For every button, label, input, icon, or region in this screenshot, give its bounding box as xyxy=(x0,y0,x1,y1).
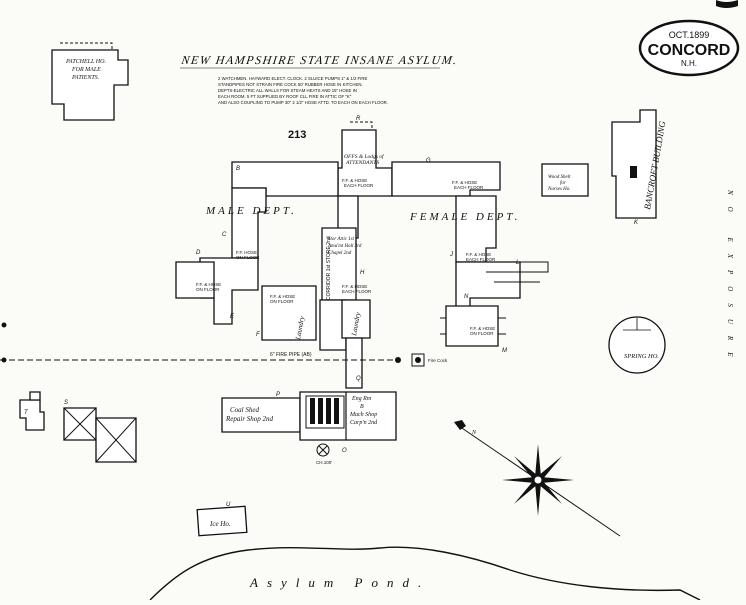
chapel-label-3: Chapel 2nd xyxy=(328,251,352,256)
patchell-house: PATCHELL HO. FOR MALE PATIENTS. xyxy=(51,42,129,121)
notes-line-2: STANDPIPES NOT STRAIN FIRE COCK 50' RUBB… xyxy=(218,82,363,87)
engine-label-1: Eng Rm xyxy=(351,396,372,402)
hose-note-g-2: ON FLOOR xyxy=(470,331,494,336)
ice-house-label: Ice Ho. xyxy=(209,520,231,528)
nurses-label-1: Wood Shelt xyxy=(548,175,571,180)
chimney-icon xyxy=(316,443,330,457)
section-letter-s: S xyxy=(64,400,68,406)
date-stamp: OCT.1899 CONCORD N.H. xyxy=(638,19,740,77)
fire-cock-label: Fire Cock xyxy=(428,358,448,363)
hose-note-a-2: EACH FLOOR xyxy=(344,183,374,188)
patchell-label-2: FOR MALE xyxy=(71,67,101,73)
section-letter-t: T xyxy=(24,410,29,416)
corridor-label: CORRIDOR 1st STORE 2nd xyxy=(326,236,332,300)
section-letter-c: C xyxy=(222,232,227,238)
margin-dot-1 xyxy=(1,322,7,328)
bancroft-building: BANCROFT BUILDING xyxy=(611,109,668,219)
section-letter-m: M xyxy=(502,348,507,354)
hose-note-a-1: F.F. & HOSE xyxy=(342,178,367,183)
asylum-pond: Asylum Pond. xyxy=(149,546,701,601)
offices-label-1: OFFS & Lodgs of xyxy=(344,153,385,160)
margin-dot-2 xyxy=(1,357,7,363)
hose-note-f-2: EACH FLOOR xyxy=(342,289,372,294)
engine-label-4: Carp'n 2nd xyxy=(350,420,378,426)
section-letter-o: O xyxy=(342,448,347,454)
notes-line-4: EACH ROOM. 5 FT SUPPLIED BY ROOF CLL FIR… xyxy=(218,94,352,99)
hydrant-icon xyxy=(395,357,401,363)
hose-note-g-1: F.F. & HOSE xyxy=(470,326,495,331)
section-letter-e: E xyxy=(230,314,235,320)
hose-note-h-2: ON FLOOR xyxy=(270,299,294,304)
spring-house-label: SPRING HO. xyxy=(624,353,659,360)
section-letters: R B C D E F G H J K L M N O P Q S T U xyxy=(24,116,639,508)
section-letter-h: H xyxy=(360,270,365,276)
small-outbuildings xyxy=(19,391,137,463)
coal-shed-label-1: Coal Shed xyxy=(230,406,259,414)
fire-pipe-label: 6" FIRE PIPE (AB) xyxy=(270,352,312,358)
stamp-city: CONCORD xyxy=(648,42,731,59)
section-letter-k: K xyxy=(634,220,639,226)
section-letter-p: P xyxy=(276,392,280,398)
engine-label-3: Mach Shop xyxy=(349,412,377,418)
section-letter-d: D xyxy=(196,250,201,256)
engine-label-2: B xyxy=(360,404,364,410)
fire-pipe-line: 6" FIRE PIPE (AB) Fire Cock xyxy=(0,322,448,367)
stamp-state: N.H. xyxy=(681,59,697,68)
section-letter-q: Q xyxy=(356,376,361,382)
hose-note-b-2: EACH FLOOR xyxy=(454,185,484,190)
chapel-label-2: Amu'mt Hall 3rd xyxy=(327,244,362,249)
stamp-date: OCT.1899 xyxy=(669,30,710,40)
notes-line-5: AND ALSO COUPLING TO PUMP 30" 2 1/2" HOS… xyxy=(218,100,388,105)
boiler-bars xyxy=(310,398,339,424)
hose-note-d-2: ON FLOOR xyxy=(196,287,220,292)
notes-block: 2 WATCHMEN. HAYWARD ELECT. CLOCK. 2 SLUI… xyxy=(218,76,388,105)
male-dept-label: MALE DEPT. xyxy=(205,205,297,217)
pond-shoreline xyxy=(149,546,701,601)
section-letter-f: F xyxy=(256,332,260,338)
section-letter-r: R xyxy=(356,116,361,122)
notes-line-3: DEPTS-ELECTRIC ALL WALLS FOR STEAM HEATS… xyxy=(218,88,357,93)
ice-house: Ice Ho. xyxy=(196,505,248,537)
map-title: NEW HAMPSHIRE STATE INSANE ASYLUM. xyxy=(180,53,459,67)
coal-shed-engine-house: Coal Shed Repair Shop 2nd Eng Rm B Mach … xyxy=(221,391,397,465)
nurses-label-3: Nurses Ho. xyxy=(547,187,571,192)
cropped-sheet-mark xyxy=(716,0,738,8)
patchell-label-3: PATIENTS. xyxy=(71,75,99,81)
compass-rose: N xyxy=(454,420,621,537)
side-margin-text: NO EXPOSURE xyxy=(726,189,734,368)
hose-note-f-1: F.F. & HOSE xyxy=(342,284,367,289)
hose-note-c-1: F.F. HOSE xyxy=(236,250,257,255)
nurses-label-2: for xyxy=(560,181,566,186)
hose-note-e-2: EACH FLOOR xyxy=(466,257,496,262)
chimney-label: CH.100' xyxy=(316,460,332,465)
hose-note-e-1: F.F. & HOSE xyxy=(466,252,491,257)
section-letter-j: J xyxy=(449,252,454,258)
compass-north-label: N xyxy=(471,430,477,436)
pond-label: Asylum Pond. xyxy=(249,575,430,590)
offices-label-2: ATTENDANTS xyxy=(345,160,379,166)
hose-notes: F.F. & HOSE EACH FLOOR F.F. & HOSE EACH … xyxy=(196,178,496,336)
patchell-label-1: PATCHELL HO. xyxy=(65,59,106,65)
section-letter-b: B xyxy=(236,166,240,172)
section-letter-n: N xyxy=(464,294,469,300)
hose-note-d-1: F.F. & HOSE xyxy=(196,282,221,287)
chapel-label-1: Stor Attic 1st xyxy=(328,237,355,242)
spring-house: SPRING HO. xyxy=(608,316,666,374)
fire-cock-box xyxy=(411,353,425,367)
section-letter-l: L xyxy=(516,260,519,266)
female-dept-label: FEMALE DEPT. xyxy=(409,211,520,223)
notes-line-1: 2 WATCHMEN. HAYWARD ELECT. CLOCK. 2 SLUI… xyxy=(218,76,367,81)
sheet-number: 213 xyxy=(288,129,306,141)
section-letter-u: U xyxy=(226,502,231,508)
stamp-oval xyxy=(638,19,740,77)
nurses-house: Wood Shelt for Nurses Ho. xyxy=(541,163,589,197)
hose-note-c-2: ON FLOOR xyxy=(236,255,260,260)
coal-shed-label-2: Repair Shop 2nd xyxy=(225,415,274,423)
main-asylum-complex: MALE DEPT. FEMALE DEPT. OFFS & Lodgs of … xyxy=(175,121,549,389)
hose-note-b-1: F.F. & HOSE xyxy=(452,180,477,185)
hose-note-h-1: F.F. & HOSE xyxy=(270,294,295,299)
section-letter-g: G xyxy=(426,158,431,164)
